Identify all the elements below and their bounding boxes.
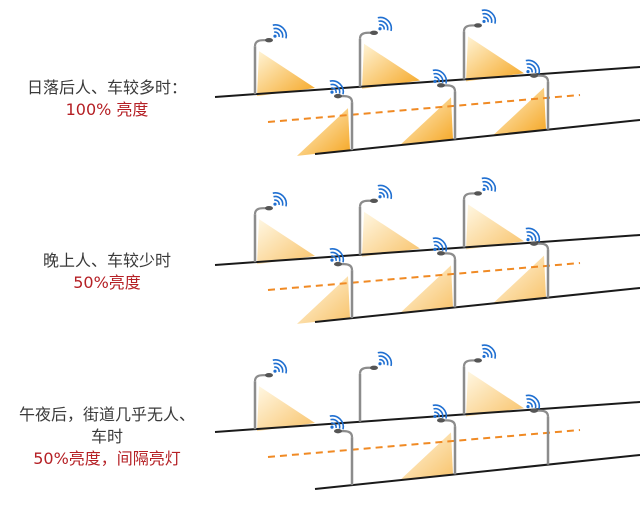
- lamp-head: [530, 73, 538, 78]
- wireless-signal-icon: [329, 80, 345, 95]
- light-beam: [466, 371, 524, 417]
- lamp-arm: [535, 409, 550, 417]
- lamp-head: [370, 30, 378, 35]
- lamp-arm: [442, 252, 457, 260]
- wireless-signal-icon: [377, 184, 393, 200]
- panel-2-condition-text: 晚上人、车较少时: [42, 251, 171, 270]
- light-beam: [257, 51, 315, 97]
- light-beam: [493, 87, 546, 136]
- panel-3-condition-text-2: 车时: [90, 427, 123, 446]
- wireless-signal-icon: [525, 227, 541, 243]
- light-beam: [297, 276, 350, 324]
- street-scene-3: [214, 344, 640, 490]
- lamp-head: [530, 241, 538, 246]
- lamp-head: [370, 198, 378, 203]
- panel-1-condition-text: 日落后人、车较多时：: [26, 78, 187, 97]
- lamp-arm: [358, 199, 373, 207]
- wireless-signal-icon: [525, 59, 541, 75]
- panel-3-condition-text: 午夜后，街道几乎无人、: [18, 405, 195, 424]
- lamp-head: [437, 418, 445, 423]
- lamp-arm: [442, 84, 457, 92]
- wireless-signal-icon: [432, 404, 448, 419]
- lamp-head: [530, 408, 538, 413]
- wireless-signal-icon: [481, 177, 497, 192]
- road-edge-back: [214, 401, 640, 433]
- panel-2-label: 晚上人、车较少时 50%亮度: [0, 250, 214, 294]
- wireless-signal-icon: [481, 344, 497, 359]
- lamp-arm: [535, 74, 550, 82]
- light-beam: [400, 97, 453, 146]
- road-centerline: [267, 94, 581, 123]
- lamp-head: [334, 93, 342, 99]
- road-edge-back: [214, 66, 640, 98]
- lamp-arm: [358, 366, 373, 374]
- light-beam: [257, 219, 315, 265]
- lamp-head: [437, 251, 445, 256]
- road-edge-front: [314, 119, 640, 155]
- lamp-arm: [339, 430, 354, 438]
- lamp-arm: [253, 374, 268, 382]
- road-centerline: [267, 429, 581, 458]
- panel-3-brightness-text: 50%亮度，间隔亮灯: [33, 449, 181, 468]
- light-beam: [257, 386, 315, 432]
- lamp-arm: [462, 24, 477, 32]
- panel-1-brightness-text: 100% 亮度: [65, 100, 149, 119]
- light-beam: [400, 432, 453, 481]
- light-beam: [297, 108, 350, 156]
- lamp-arm: [339, 263, 354, 271]
- wireless-signal-icon: [272, 359, 288, 374]
- lamp-arm: [253, 39, 268, 47]
- panel-1-label: 日落后人、车较多时： 100% 亮度: [0, 77, 214, 121]
- wireless-signal-icon: [432, 69, 448, 84]
- lamp-head: [474, 191, 482, 196]
- road-edge-back: [214, 234, 640, 266]
- lamp-head: [334, 428, 342, 434]
- light-beam: [400, 265, 453, 314]
- lamp-arm: [535, 242, 550, 250]
- wireless-signal-icon: [481, 9, 497, 24]
- lamp-head: [474, 23, 482, 28]
- light-beam: [466, 204, 524, 250]
- lamp-arm: [462, 192, 477, 200]
- lamp-head: [265, 205, 273, 211]
- wireless-signal-icon: [329, 415, 345, 430]
- lamp-head: [437, 83, 445, 88]
- lamp-head: [474, 358, 482, 363]
- wireless-signal-icon: [272, 24, 288, 39]
- street-scene-2: [214, 177, 640, 324]
- panel-2-brightness-text: 50%亮度: [73, 273, 141, 292]
- lamp-arm: [253, 207, 268, 215]
- wireless-signal-icon: [329, 248, 345, 263]
- lamp-arm: [358, 31, 373, 39]
- light-beam: [493, 255, 546, 304]
- lamp-arm: [339, 95, 354, 103]
- lamp-arm: [462, 359, 477, 367]
- road-edge-front: [314, 287, 640, 323]
- light-beam: [362, 211, 420, 257]
- light-beam: [466, 36, 524, 82]
- wireless-signal-icon: [432, 237, 448, 252]
- wireless-signal-icon: [377, 16, 393, 32]
- wireless-signal-icon: [377, 351, 393, 367]
- lamp-head: [265, 37, 273, 43]
- light-beam: [362, 43, 420, 89]
- lamp-head: [334, 261, 342, 267]
- wireless-signal-icon: [525, 394, 541, 410]
- lamp-arm: [442, 419, 457, 427]
- lamp-head: [370, 365, 378, 370]
- lamp-head: [265, 372, 273, 378]
- panel-3-label: 午夜后，街道几乎无人、 车时 50%亮度，间隔亮灯: [0, 404, 214, 470]
- road-edge-front: [314, 454, 640, 490]
- wireless-signal-icon: [272, 192, 288, 207]
- street-scene-1: [214, 9, 640, 156]
- road-centerline: [267, 262, 581, 291]
